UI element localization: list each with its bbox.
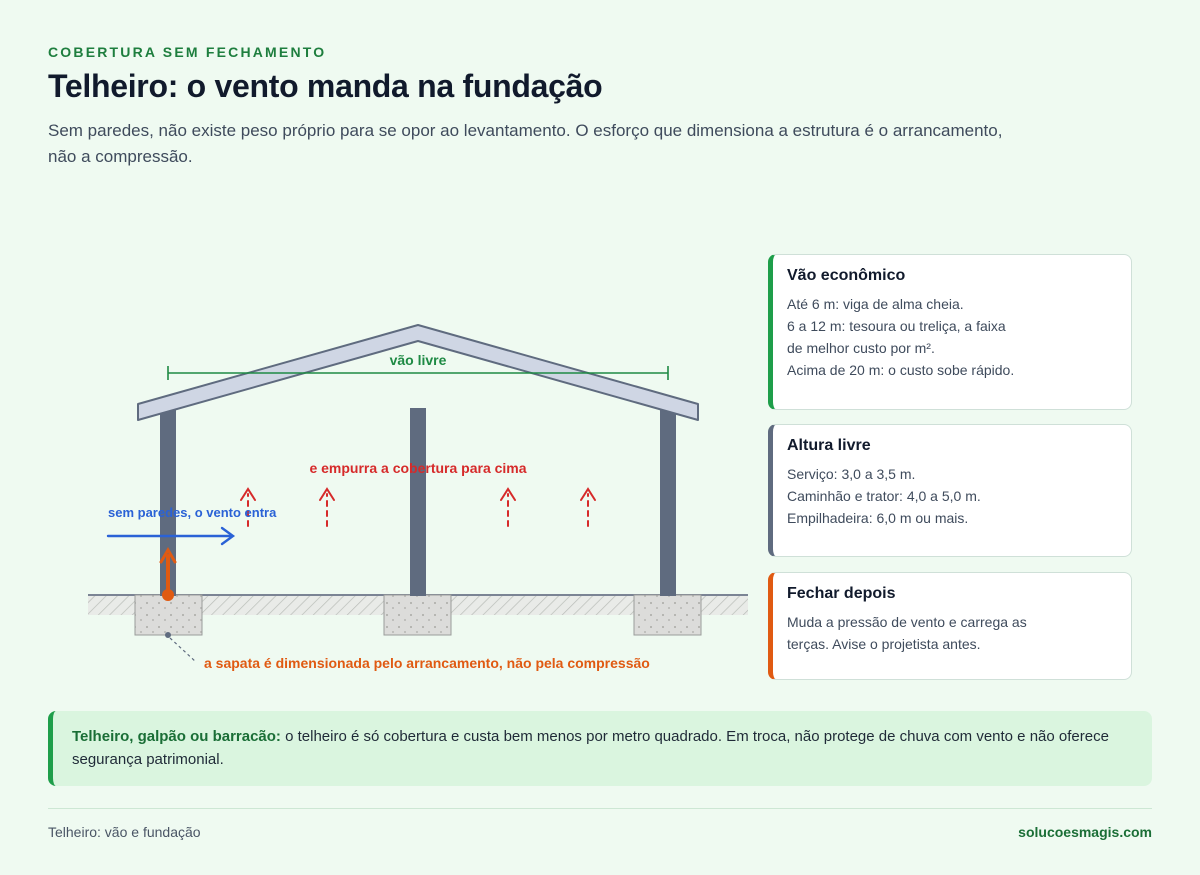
card-line: 6 a 12 m: tesoura ou treliça, a faixa [787,318,1006,334]
card-span: Vão econômico Até 6 m: viga de alma chei… [768,254,1132,410]
uplift-arrow [240,487,256,527]
uplift-arrow [500,487,516,527]
page-title: Telheiro: o vento manda na fundação [48,68,603,104]
card-line: de melhor custo por m². [787,340,935,356]
column-center [410,408,426,596]
span-dimension [167,366,669,380]
card-line: Acima de 20 m: o custo sobe rápido. [787,362,1015,378]
uplift-arrow [319,487,335,527]
callout-leader [169,637,197,663]
card-title: Altura livre [787,437,871,454]
wind-label: sem paredes, o vento entra [108,505,277,520]
note-heading: Telheiro, galpão ou barracão: [72,728,281,745]
footer-site-link[interactable]: solucoesmagis.com [1018,824,1152,840]
card-close-later: Fechar depois Muda a pressão de vento e … [768,572,1132,680]
uplift-arrows [240,487,596,527]
callout-dot [165,632,171,638]
column-right [660,408,676,596]
lead-paragraph: Sem paredes, não existe peso próprio par… [48,121,1003,166]
footing-label: a sapata é dimensionada pelo arrancament… [204,655,650,671]
card-title: Fechar depois [787,585,896,602]
span-label: vão livre [390,352,447,368]
footing-left [134,594,203,636]
card-line: Caminhão e trator: 4,0 a 5,0 m. [787,488,981,504]
eyebrow: COBERTURA SEM FECHAMENTO [48,44,327,60]
pullout-arrow [159,547,177,596]
wind-arrow [106,526,236,546]
card-line: Empilhadeira: 6,0 m ou mais. [787,510,969,526]
card-title: Vão econômico [787,267,906,284]
footing-center [383,594,452,636]
footer-caption: Telheiro: vão e fundação [48,824,201,840]
shed-diagram: vão livre e empurra a cobertura para cim… [88,324,748,671]
card-line: terças. Avise o projetista antes. [787,636,981,652]
uplift-arrow [580,487,596,527]
card-line: Serviço: 3,0 a 3,5 m. [787,466,916,482]
card-height: Altura livre Serviço: 3,0 a 3,5 m. Camin… [768,424,1132,557]
card-line: Até 6 m: viga de alma cheia. [787,296,964,312]
footer-divider [48,808,1152,809]
comparison-note: Telheiro, galpão ou barracão: o telheiro… [48,711,1152,786]
card-line: Muda a pressão de vento e carrega as [787,614,1027,630]
footing-right [633,594,702,636]
column-left [160,408,176,596]
uplift-label: e empurra a cobertura para cima [309,460,526,476]
pullout-point [162,589,174,601]
note-text: o telheiro é só cobertura e custa bem me… [72,728,1109,768]
